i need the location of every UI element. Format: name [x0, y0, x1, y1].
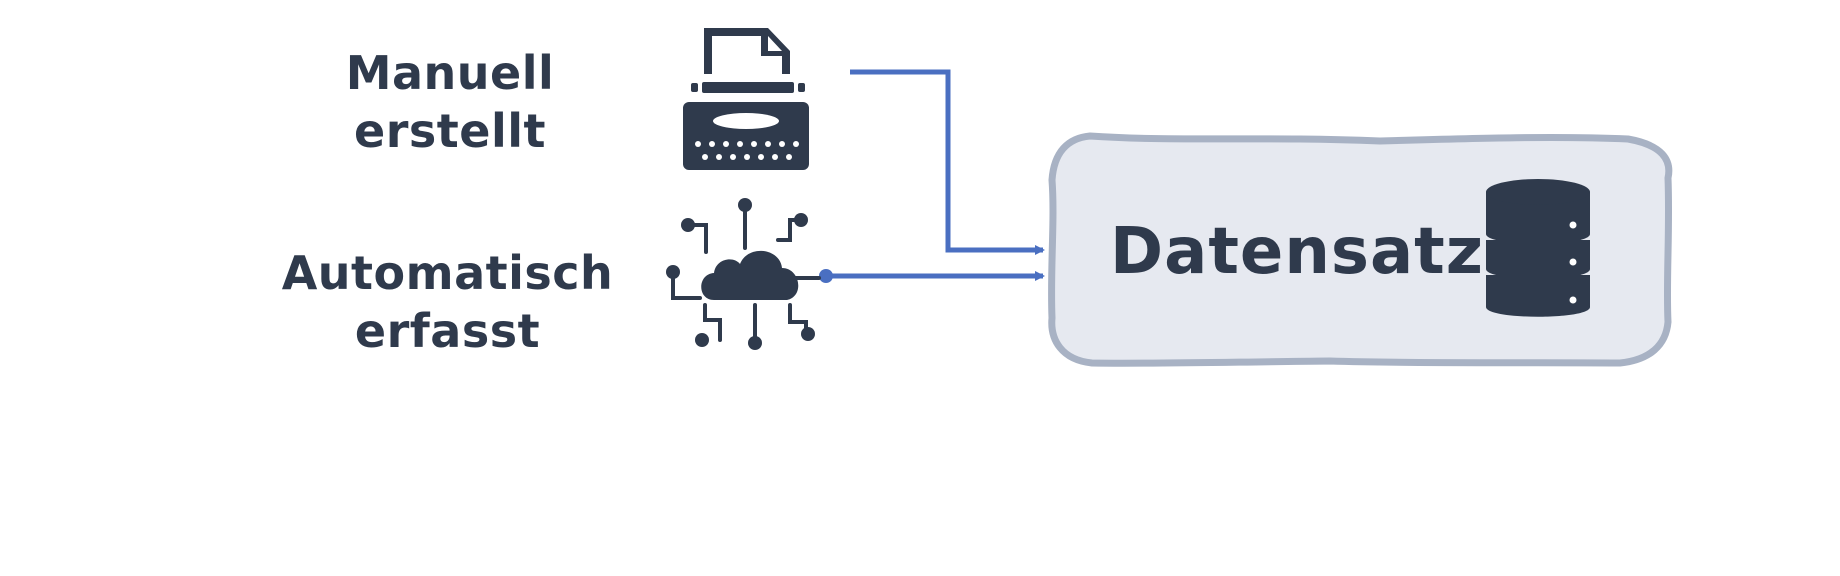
arrow-manual-to-dataset [850, 69, 1045, 255]
source-label-manual: Manuell erstellt [300, 44, 600, 160]
arrow-automatic-start-dot [819, 269, 833, 283]
database-icon [1486, 179, 1590, 317]
dataset-title: Datensatz [1110, 215, 1484, 289]
source-label-automatic: Automatisch erfasst [255, 244, 640, 360]
source-label-automatic-line2: erfasst [354, 304, 541, 358]
source-label-automatic-line1: Automatisch [281, 246, 614, 300]
typewriter-icon [683, 28, 809, 170]
source-label-manual-line1: Manuell [345, 46, 555, 100]
cloud-network-icon [666, 198, 821, 350]
source-label-manual-line2: erstellt [354, 104, 546, 158]
